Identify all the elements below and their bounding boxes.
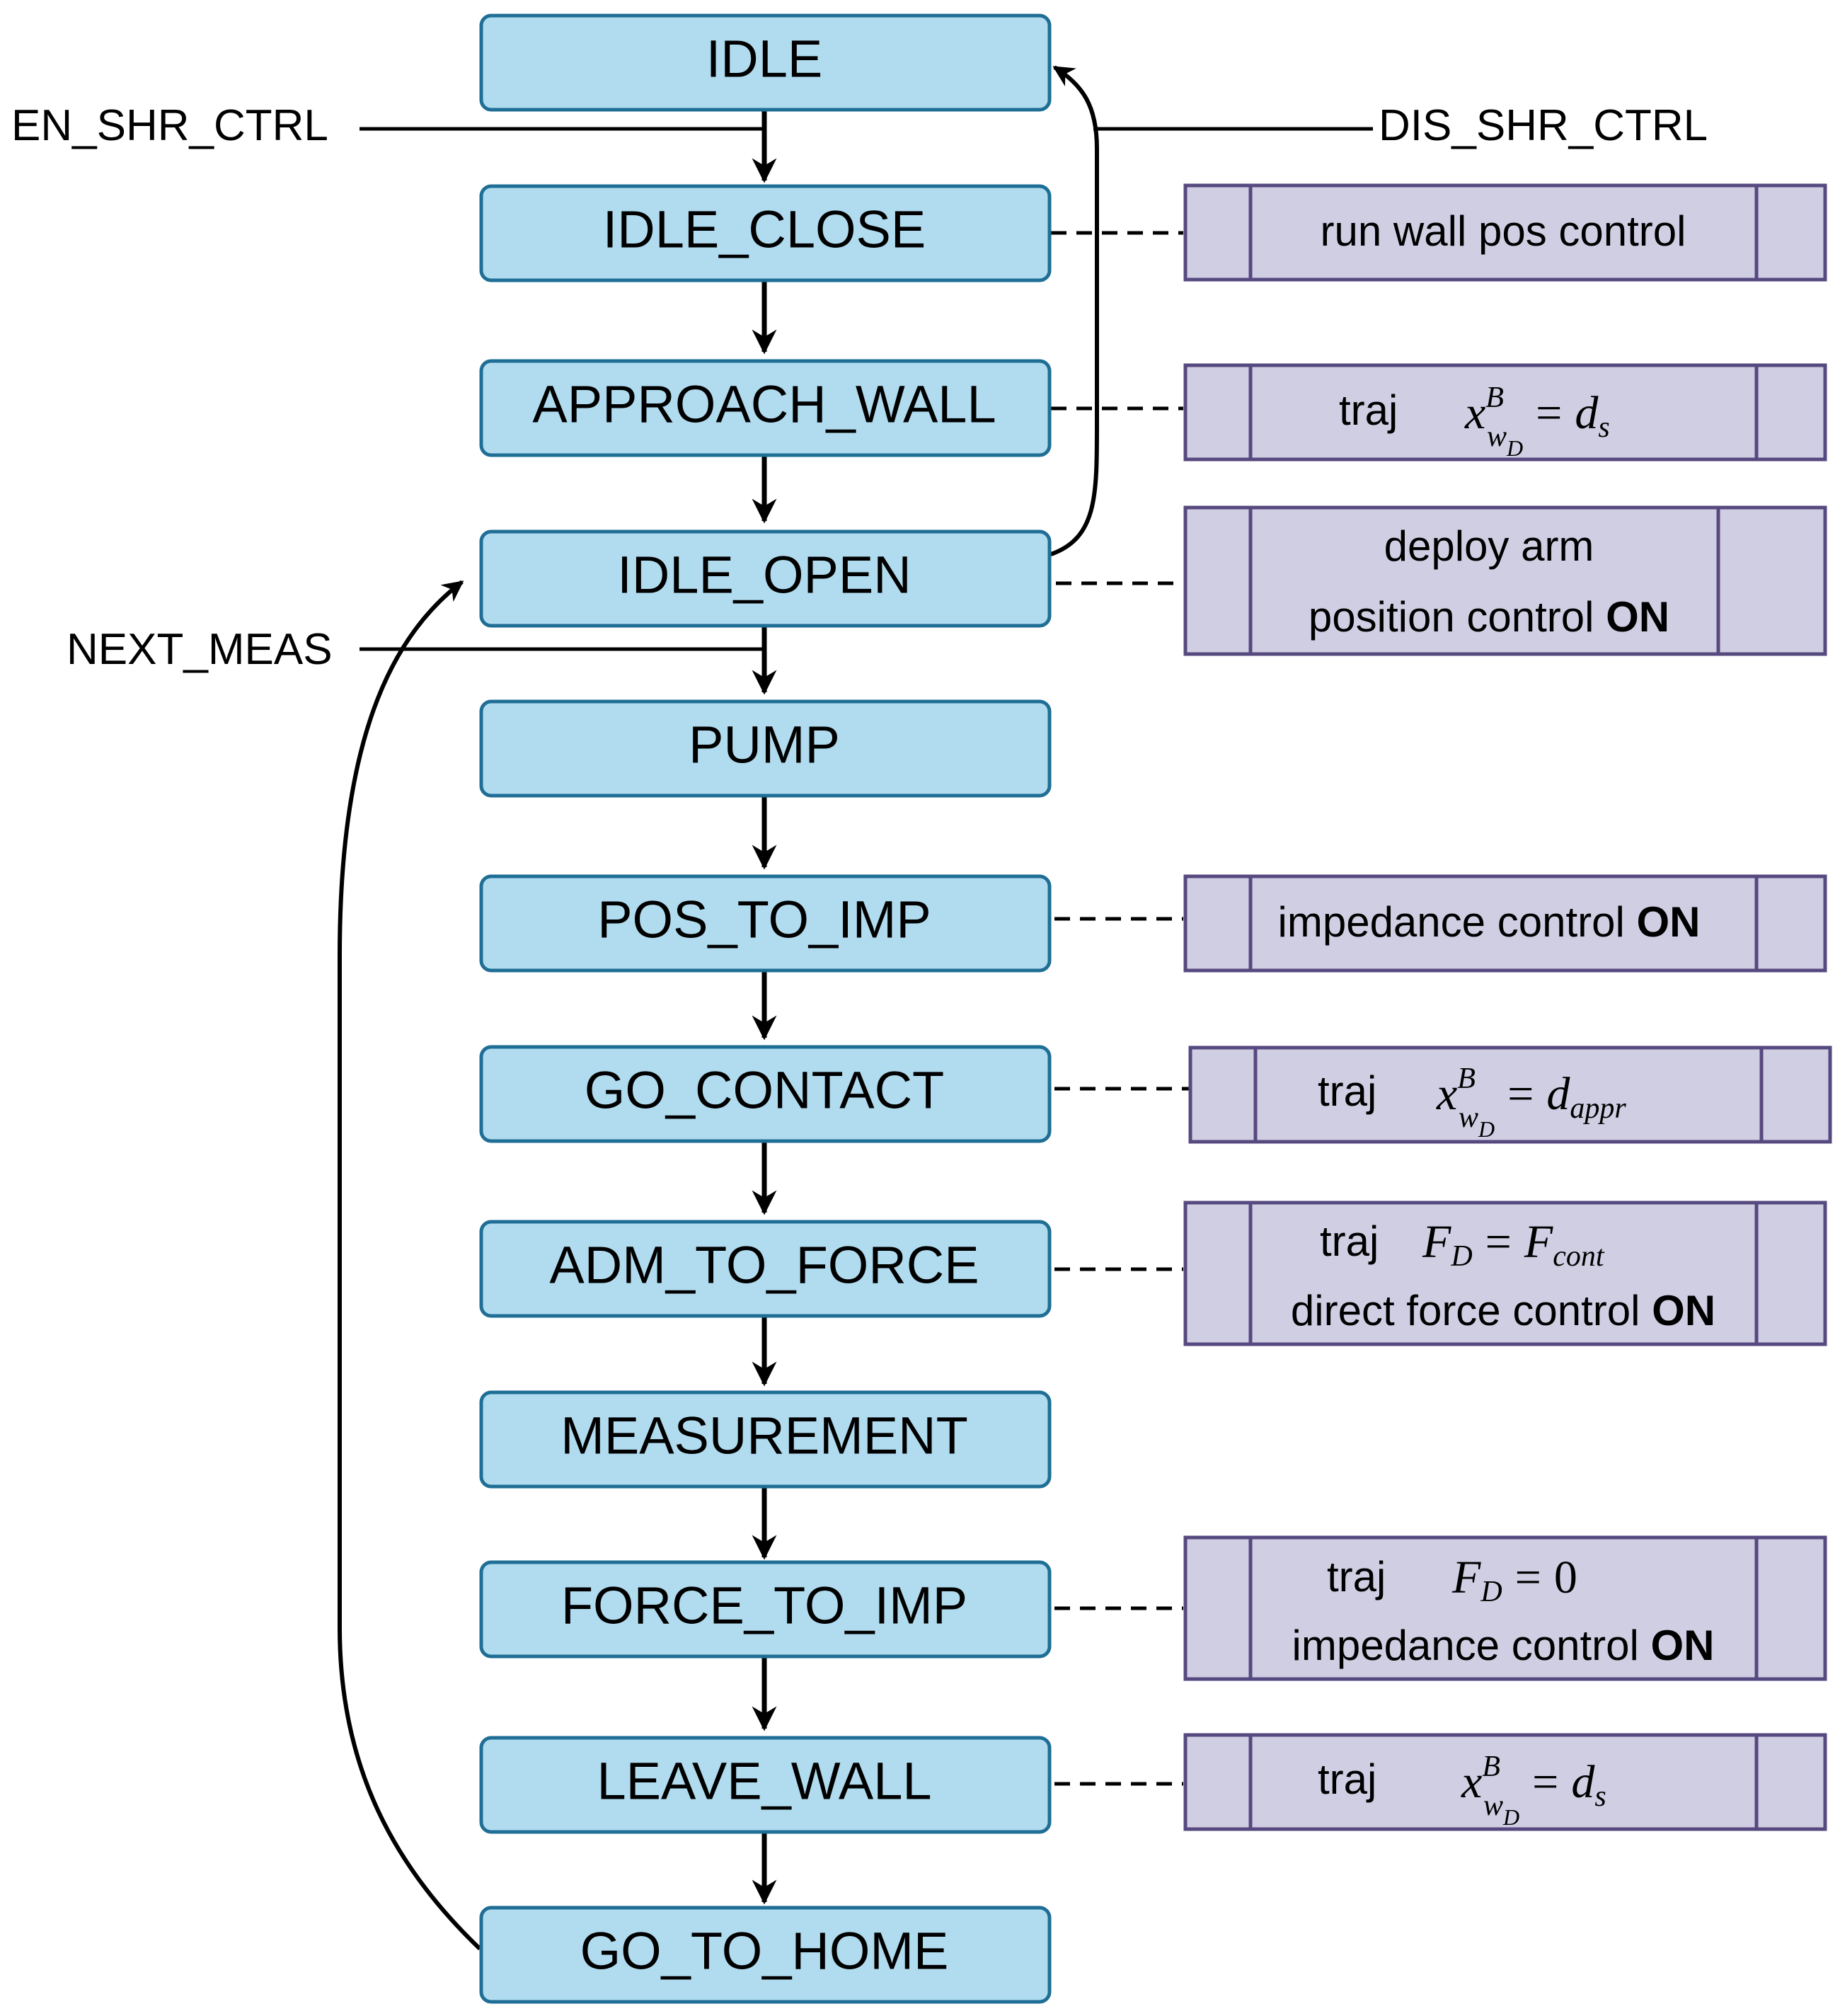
eq-rhs: 0 — [1554, 1552, 1577, 1603]
state-go-to-home[interactable]: GO_TO_HOME — [479, 1906, 1052, 2004]
arrow-go-to-home-to-idle-open — [338, 580, 482, 1951]
state-label: GO_TO_HOME — [580, 1922, 949, 1981]
eq-rhs: d — [1546, 1068, 1570, 1120]
event-lines — [360, 127, 1373, 651]
eq-sup: B — [1482, 1751, 1500, 1783]
state-label: IDLE_CLOSE — [603, 200, 926, 259]
state-label: APPROACH_WALL — [532, 375, 996, 434]
state-leave-wall[interactable]: LEAVE_WALL — [479, 1736, 1052, 1834]
state-adm-to-force[interactable]: ADM_TO_FORCE — [479, 1220, 1052, 1318]
state-label: GO_CONTACT — [585, 1061, 944, 1120]
eq-subsub: D — [1506, 435, 1523, 461]
eq-sub: w — [1487, 420, 1507, 453]
note-force-to-imp: traj FD = 0 impedance control ON — [1183, 1535, 1827, 1681]
state-boxes: IDLE IDLE_CLOSE APPROACH_WALL IDLE_OPEN … — [479, 13, 1052, 2004]
event-next-meas: NEXT_MEAS — [67, 625, 333, 674]
note-idle-close: run wall pos control — [1183, 183, 1827, 282]
note-equation: FD = 0 — [1451, 1552, 1577, 1608]
state-go-contact[interactable]: GO_CONTACT — [479, 1045, 1052, 1143]
state-label: PUMP — [689, 716, 840, 774]
eq-rhs-sub: cont — [1553, 1240, 1605, 1273]
eq-lhs-sub: D — [1450, 1240, 1472, 1273]
state-idle-open[interactable]: IDLE_OPEN — [479, 529, 1052, 628]
state-idle[interactable]: IDLE — [479, 13, 1052, 112]
state-pos-to-imp[interactable]: POS_TO_IMP — [479, 874, 1052, 973]
state-approach-wall[interactable]: APPROACH_WALL — [479, 359, 1052, 457]
note-line-2: impedance control ON — [1292, 1622, 1715, 1669]
arrow-idle-open-to-idle — [1050, 65, 1099, 556]
eq-sup: B — [1457, 1063, 1476, 1095]
eq-lhs: x — [1436, 1068, 1457, 1120]
eq-sup: B — [1485, 382, 1504, 414]
eq-lhs: x — [1464, 387, 1485, 439]
eq-sub: w — [1459, 1101, 1478, 1134]
state-label: FORCE_TO_IMP — [561, 1576, 967, 1635]
note-text: impedance control ON — [1278, 898, 1701, 946]
eq-rhs: d — [1575, 387, 1599, 439]
note-line-2: direct force control ON — [1291, 1287, 1715, 1334]
eq-rhs: d — [1571, 1756, 1595, 1808]
state-label: LEAVE_WALL — [597, 1752, 931, 1811]
event-dis-shr-ctrl: DIS_SHR_CTRL — [1379, 101, 1708, 150]
eq-lhs: F — [1451, 1552, 1481, 1603]
note-pos-to-imp: impedance control ON — [1183, 874, 1827, 973]
eq-equals: = — [1536, 387, 1562, 439]
state-label: MEASUREMENT — [560, 1407, 968, 1465]
eq-lhs-sub: D — [1480, 1576, 1502, 1608]
state-measurement[interactable]: MEASUREMENT — [479, 1390, 1052, 1489]
eq-sub: w — [1483, 1789, 1503, 1822]
state-force-to-imp[interactable]: FORCE_TO_IMP — [479, 1560, 1052, 1659]
note-text: run wall pos control — [1321, 207, 1686, 255]
eq-subsub: D — [1478, 1116, 1495, 1142]
event-en-shr-ctrl: EN_SHR_CTRL — [11, 101, 328, 150]
note-equation: FD=Fcont — [1422, 1216, 1605, 1273]
eq-rhs-sub: s — [1598, 411, 1609, 444]
note-word: traj — [1318, 1067, 1376, 1115]
event-labels: EN_SHR_CTRL DIS_SHR_CTRL NEXT_MEAS — [11, 101, 1708, 674]
state-label: IDLE — [706, 30, 823, 88]
note-word: traj — [1320, 1218, 1379, 1265]
eq-equals: = — [1532, 1756, 1558, 1808]
note-adm-to-force: traj FD=Fcont direct force control ON — [1183, 1201, 1827, 1346]
state-label: POS_TO_IMP — [597, 890, 931, 949]
eq-equals: = — [1507, 1068, 1534, 1120]
eq-equals: = — [1515, 1552, 1541, 1603]
eq-rhs: F — [1524, 1216, 1553, 1268]
note-line-2: position control ON — [1309, 593, 1669, 641]
state-label: ADM_TO_FORCE — [549, 1236, 979, 1295]
note-line-1: deploy arm — [1384, 522, 1594, 570]
note-word: traj — [1318, 1756, 1376, 1803]
return-arrows — [338, 65, 1099, 1951]
state-idle-close[interactable]: IDLE_CLOSE — [479, 184, 1052, 282]
note-word: traj — [1327, 1553, 1386, 1600]
note-idle-open: deploy arm position control ON — [1183, 505, 1827, 656]
eq-lhs: x — [1461, 1756, 1482, 1808]
note-word: traj — [1339, 386, 1398, 434]
note-connectors — [1051, 231, 1189, 1786]
eq-rhs-sub: s — [1594, 1780, 1606, 1813]
state-label: IDLE_OPEN — [617, 546, 911, 605]
eq-subsub: D — [1502, 1804, 1519, 1830]
eq-rhs-sub: appr — [1570, 1092, 1626, 1125]
eq-lhs: F — [1422, 1216, 1451, 1268]
eq-equals: = — [1485, 1216, 1512, 1268]
state-pump[interactable]: PUMP — [479, 699, 1052, 798]
